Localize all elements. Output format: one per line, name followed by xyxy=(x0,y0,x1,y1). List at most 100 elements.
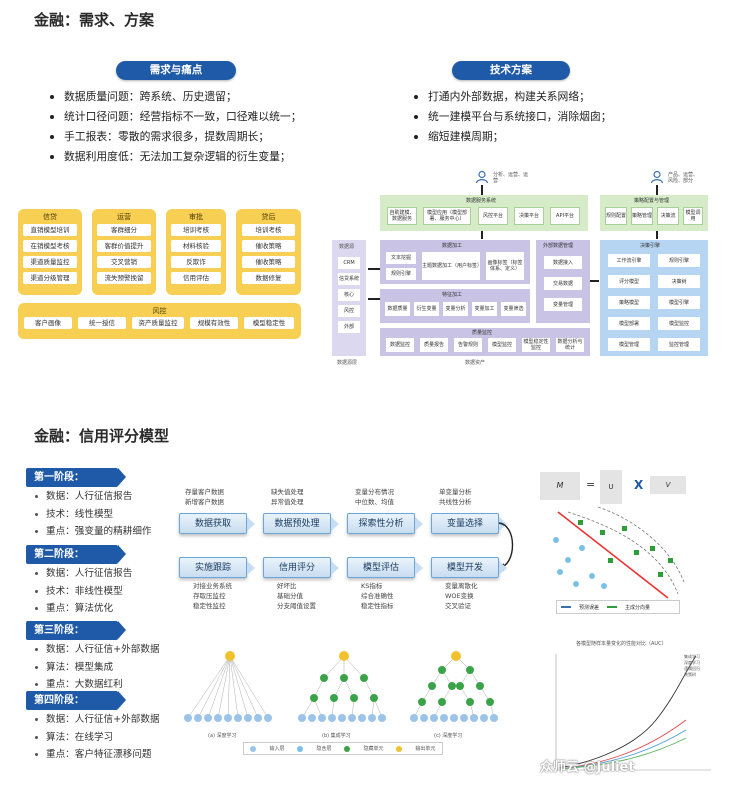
group-cell: 催收策略 xyxy=(242,240,295,252)
legend-entry: 深度学习 xyxy=(684,660,700,665)
stage-4-heading: 第四阶段： xyxy=(26,691,126,710)
service-cell: API平台 xyxy=(550,207,580,225)
stage-item: 重点：算法优化 xyxy=(30,600,132,618)
right-icon-text: 产品、运营、风险、部分 xyxy=(668,172,699,184)
stage-item: 技术：非线性模型 xyxy=(30,583,132,601)
flow-note: 存量客户数据 xyxy=(185,488,224,496)
legend-output: 输出单元 xyxy=(415,746,436,752)
flow-step-development: 模型开发 xyxy=(431,557,507,578)
solution-heading: 技术方案 xyxy=(452,61,570,80)
risk-cell: 客户画像 xyxy=(24,317,72,329)
external-mgmt-title: 外部数据管理 xyxy=(543,243,574,249)
solution-item: 打通内外部数据，构建关系网络； xyxy=(408,87,612,107)
stage-4-list: 数据：人行征信+外部数据 算法：在线学习 重点：客户特征漂移问题 xyxy=(30,711,160,764)
source-cell: 信贷系统 xyxy=(338,273,360,285)
stage-item: 数据：人行征信+外部数据 xyxy=(30,711,160,729)
stage-item: 数据：人行征信报告 xyxy=(30,565,132,583)
flow-step-evaluation: 模型评估 xyxy=(347,557,423,578)
group-cell: 流失预警挽留 xyxy=(97,272,151,284)
flow-note: 存取压监控 xyxy=(193,592,226,600)
middle-footer: 数据资产 xyxy=(465,360,486,366)
strategy-cell: 模型调用 xyxy=(683,207,703,225)
legend-error: 预测误差 xyxy=(579,604,600,611)
needs-item: 统计口径问题：经营指标不一致，口径难以统一； xyxy=(44,107,302,127)
dp-cell: 文本挖掘 xyxy=(386,252,416,264)
stage-item: 重点：强变量的精耕细作 xyxy=(30,523,152,541)
decision-title: 决策引擎 xyxy=(640,243,661,249)
service-bar-title: 数据服务系统 xyxy=(466,198,497,204)
flow-note: 异常值处理 xyxy=(271,498,304,506)
risk-control-bar: 风控 客户画像 统一授信 资产质量监控 规模有效性 模型稳定性 xyxy=(18,303,301,339)
group-cell: 催收策略 xyxy=(242,256,295,268)
legend-entry: 集成学习 xyxy=(684,654,700,659)
section2-title: 金融：信用评分模型 xyxy=(34,427,170,445)
quality-layer: 质量监控 数据监控 质量报告 告警规则 模型监控 模型稳定性监控 数据分析与统计 xyxy=(380,328,590,356)
dp-cell: 主题数据加工（用户标签） xyxy=(422,252,480,280)
decision-cell: 模型部署 xyxy=(608,317,650,330)
business-diagram: 信贷 直销模型培训 在销模型考核 渠道质量监控 渠道分级管理 运营 客群细分 客… xyxy=(18,209,301,341)
net-label: (c) 深度学习 xyxy=(434,733,463,739)
flow-note: 好坏比 xyxy=(277,582,297,590)
decision-cell: 评分模型 xyxy=(608,275,650,288)
needs-item: 数据质量问题：跨系统、历史遗留； xyxy=(44,87,302,107)
flow-step-credit-scoring: 信用评分 xyxy=(263,557,339,578)
architecture-diagram: 分析、运营、运营 数据服务系统 自助建模、数据服务 模型应用（模型部署、服务中心… xyxy=(330,168,710,368)
source-column: 数据源 CRM 信贷系统 核心 风控 外部 xyxy=(332,240,366,356)
group-postloan: 贷后 培训考核 催收策略 催收策略 数据修复 xyxy=(236,209,301,295)
flow-note: 新增客户数据 xyxy=(185,498,224,506)
legend-hidden-marker xyxy=(297,745,304,752)
risk-cell: 统一授信 xyxy=(78,317,126,329)
risk-cell: 资产质量监控 xyxy=(132,317,184,329)
chart-title: 各模型随样本量变化的性能对比（AUC） xyxy=(576,641,667,647)
group-cell: 培训考核 xyxy=(171,224,221,236)
group-cell: 交叉营销 xyxy=(97,256,151,268)
stage-1-list: 数据：人行征信报告 技术：线性模型 重点：强变量的精耕细作 xyxy=(30,488,152,541)
legend-component: 主成分向量 xyxy=(625,604,651,611)
group-approval: 审批 培训考核 材料核验 反欺诈 信用评估 xyxy=(166,209,226,295)
group-cell: 在销模型考核 xyxy=(23,240,77,252)
flow-note: 基础分值 xyxy=(277,592,303,600)
strategy-layer: 策略配置与管理 规则配置 策略管理 决策流 模型调用 xyxy=(600,195,708,231)
quality-cell: 告警规则 xyxy=(454,338,482,352)
arrow-up xyxy=(481,231,483,239)
decision-cell: 监控管理 xyxy=(658,338,700,351)
source-cell: 核心 xyxy=(338,289,360,301)
decision-cell: 模型引擎 xyxy=(658,296,700,309)
svd-legend: 预测误差 主成分向量 xyxy=(556,600,680,614)
arrow-up xyxy=(656,231,658,239)
flow-note: 分支阈值设置 xyxy=(277,602,316,610)
performance-chart: 各模型随样本量变化的性能对比（AUC） 集成学习 深度学习 逻辑回归 决策树 xyxy=(536,636,714,781)
fp-cell: 衍生变量 xyxy=(414,302,439,316)
mgmt-cell: 交易数据 xyxy=(544,277,582,290)
needs-list: 数据质量问题：跨系统、历史遗留； 统计口径问题：经营指标不一致，口径难以统一； … xyxy=(44,87,302,167)
risk-control-title: 风控 xyxy=(152,307,167,315)
strategy-cell: 规则配置 xyxy=(605,207,627,225)
group-cell: 信用评估 xyxy=(171,272,221,284)
stage-item: 算法：在线学习 xyxy=(30,729,160,747)
stage-item: 算法：模型集成 xyxy=(30,659,160,677)
needs-heading: 需求与痛点 xyxy=(116,61,236,80)
process-flow: 存量客户数据 新增客户数据 缺失值处理 异常值处理 变量分布情况 中位数、均值 … xyxy=(175,475,520,630)
stage-item: 重点：客户特征漂移问题 xyxy=(30,746,160,764)
legend-unit-marker xyxy=(344,745,351,752)
flow-note: 变量分布情况 xyxy=(355,488,394,496)
chart-plot xyxy=(555,654,711,771)
arrow-right xyxy=(590,280,599,282)
group-title: 审批 xyxy=(189,213,203,221)
group-cell: 渠道质量监控 xyxy=(23,256,77,268)
flow-note: 共线性分析 xyxy=(439,498,472,506)
group-title: 贷后 xyxy=(261,213,276,221)
quality-cell: 质量报告 xyxy=(420,338,448,352)
legend-input: 输入层 xyxy=(269,746,285,752)
group-cell: 培训考核 xyxy=(242,224,295,236)
source-footer: 数据源层 xyxy=(337,360,358,366)
fp-cell: 变量加工 xyxy=(472,302,497,316)
group-cell: 材料核验 xyxy=(171,240,221,252)
quality-cell: 模型监控 xyxy=(488,338,516,352)
legend-marker-error xyxy=(561,606,571,608)
source-label: 数据源 xyxy=(339,244,355,250)
legend-output-marker xyxy=(396,745,403,752)
flow-note: 稳定性指标 xyxy=(361,602,394,610)
matrix-m: M xyxy=(540,472,580,500)
svd-illustration: M = U X V 预测误差 主成分向量 xyxy=(538,468,738,618)
